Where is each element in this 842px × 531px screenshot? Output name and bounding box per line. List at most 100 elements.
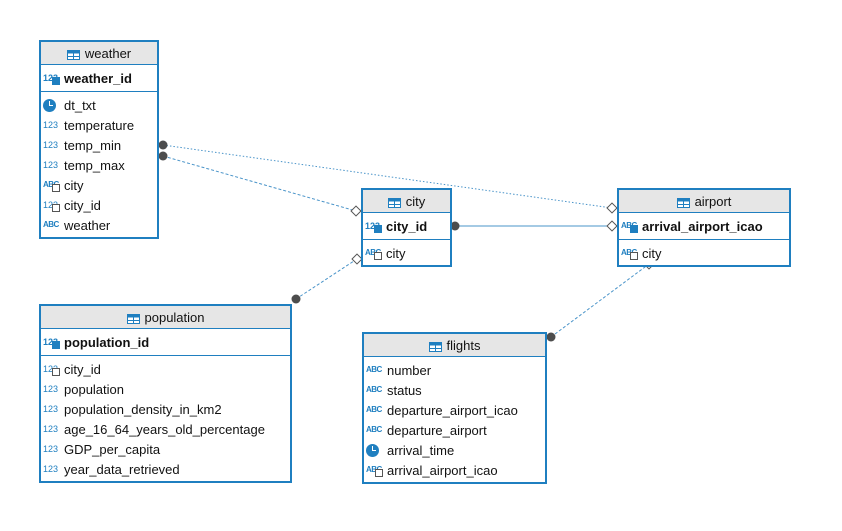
table-header[interactable]: flights: [364, 334, 545, 357]
one-end-diamond-icon: [350, 205, 362, 217]
string-type-icon: ABC: [365, 246, 384, 260]
column-row[interactable]: ABC weather: [43, 215, 157, 235]
table-title: flights: [446, 337, 481, 353]
string-type-icon: ABC: [43, 220, 59, 229]
column-label: temp_min: [64, 137, 122, 153]
string-type-icon: ABC: [366, 463, 385, 477]
column-row[interactable]: arrival_time: [366, 440, 545, 460]
column-label: departure_airport: [387, 422, 487, 438]
foreign-key-badge-icon: [630, 252, 638, 260]
relationship-line[interactable]: [162, 155, 357, 212]
column-label: dt_txt: [64, 97, 96, 113]
relationship-line[interactable]: [550, 263, 650, 338]
numeric-type-icon: 123: [43, 337, 60, 349]
many-end-dot-icon: [158, 140, 168, 150]
many-end-dot-icon: [158, 151, 168, 161]
numeric-type-icon: 123: [43, 384, 59, 394]
numeric-type-icon: 123: [43, 160, 59, 170]
string-type-icon: ABC: [366, 405, 382, 414]
column-row[interactable]: dt_txt: [43, 95, 157, 115]
table-header[interactable]: city: [363, 190, 450, 213]
foreign-key-badge-icon: [52, 204, 60, 212]
string-type-icon: ABC: [366, 425, 382, 434]
string-type-icon: ABC: [621, 246, 640, 260]
column-label: year_data_retrieved: [64, 461, 180, 477]
column-row[interactable]: ABC number: [366, 360, 545, 380]
foreign-key-badge-icon: [375, 469, 383, 477]
string-type-icon: ABC: [621, 219, 640, 233]
column-label: population_density_in_km2: [64, 401, 222, 417]
column-label: age_16_64_years_old_percentage: [64, 421, 265, 437]
primary-key-badge-icon: [52, 341, 60, 349]
numeric-type-icon: 123: [43, 73, 60, 85]
column-row[interactable]: 123 temp_min: [43, 135, 157, 155]
relationship-line[interactable]: [295, 258, 358, 300]
column-label: number: [387, 362, 432, 378]
table-title: weather: [84, 45, 132, 61]
column-label: arrival_airport_icao: [642, 218, 763, 234]
column-label: city_id: [386, 218, 428, 234]
column-label: population: [64, 381, 124, 397]
column-label: weather: [64, 217, 111, 233]
numeric-type-icon: 123: [43, 404, 59, 414]
one-end-diamond-icon: [351, 253, 363, 265]
table-header[interactable]: population: [41, 306, 290, 329]
table-header[interactable]: weather: [41, 42, 157, 65]
primary-key-column[interactable]: 123 weather_id: [43, 68, 157, 88]
numeric-type-icon: 123: [43, 444, 59, 454]
table-header[interactable]: airport: [619, 190, 789, 213]
primary-key-badge-icon: [52, 77, 60, 85]
datetime-type-icon: [43, 98, 62, 112]
string-type-icon: ABC: [366, 365, 382, 374]
column-row[interactable]: 123 temp_max: [43, 155, 157, 175]
column-label: weather_id: [64, 70, 132, 86]
numeric-type-icon: 123: [43, 140, 59, 150]
string-type-icon: ABC: [366, 385, 382, 394]
string-type-icon: ABC: [43, 178, 62, 192]
column-label: city: [642, 245, 662, 261]
column-label: temp_max: [64, 157, 125, 173]
column-row[interactable]: 123 age_16_64_years_old_percentage: [43, 419, 290, 439]
table-icon: [428, 340, 442, 352]
numeric-type-icon: 123: [43, 120, 59, 130]
one-end-diamond-icon: [606, 220, 618, 232]
column-row[interactable]: ABC departure_airport: [366, 420, 545, 440]
numeric-type-icon: 123: [43, 364, 60, 376]
table-title: population: [144, 309, 205, 325]
numeric-type-icon: 123: [43, 424, 59, 434]
many-end-dot-icon: [546, 332, 556, 342]
column-label: city_id: [64, 197, 101, 213]
foreign-key-badge-icon: [374, 252, 382, 260]
table-icon: [126, 312, 140, 324]
many-end-dot-icon: [291, 294, 301, 304]
table-title: airport: [694, 193, 732, 209]
column-row[interactable]: 123 population_density_in_km2: [43, 399, 290, 419]
column-row[interactable]: 123 population: [43, 379, 290, 399]
column-label: arrival_time: [387, 442, 455, 458]
